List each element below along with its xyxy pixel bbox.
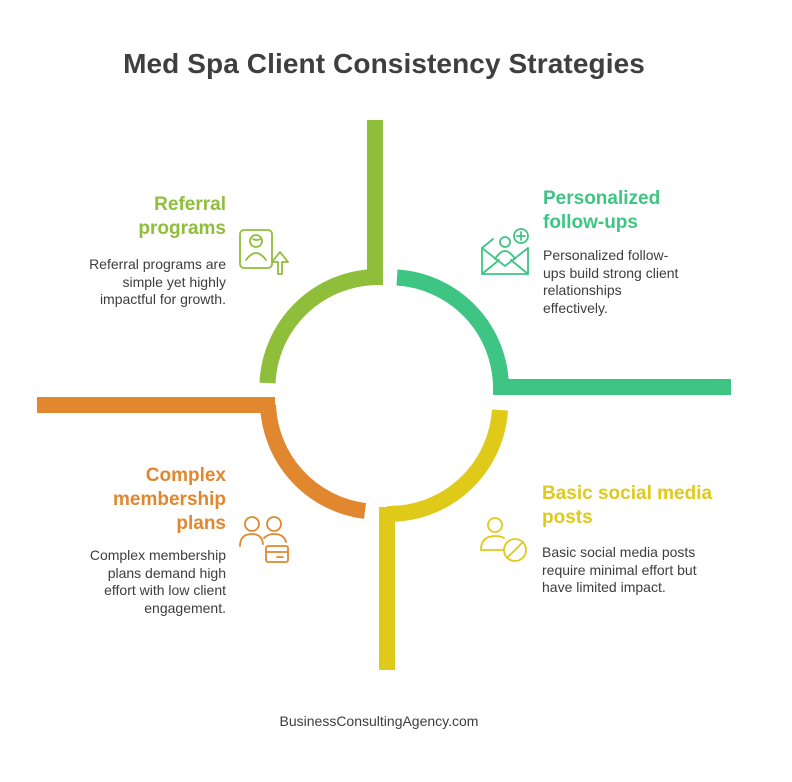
referral-user-upload-icon [239, 229, 289, 275]
personalized-desc-line2: ups build strong client [543, 264, 679, 281]
referral-desc-line3: impactful for growth. [99, 291, 226, 307]
mail-user-plus-icon [481, 228, 529, 275]
referral-heading-line1: Referral [154, 194, 226, 215]
page-title: Med Spa Client Consistency Strategies [123, 48, 645, 79]
personalized-desc-line1: Personalized follow- [543, 247, 669, 263]
social-description: Basic social media posts require minimal… [542, 544, 762, 597]
membership-heading-line1: Complex [145, 465, 226, 486]
membership-desc-line2: plans demand high [107, 564, 226, 581]
referral-shape [259, 120, 383, 384]
footer-source: BusinessConsultingAgency.com [279, 713, 479, 729]
membership-shape [37, 397, 367, 519]
personalized-heading-line2: follow-ups [543, 212, 638, 233]
personalized-heading: Personalized follow-ups [543, 187, 743, 235]
personalized-desc-line3: relationships [543, 282, 622, 298]
referral-desc-line1: Referral programs are [89, 256, 226, 272]
membership-heading-line2: membership [113, 489, 226, 510]
social-heading: Basic social media posts [542, 482, 762, 530]
personalized-description: Personalized follow- ups build strong cl… [543, 247, 743, 317]
membership-heading-line3: plans [176, 513, 226, 534]
membership-desc-line1: Complex membership [89, 547, 226, 563]
referral-heading-line2: programs [138, 218, 226, 239]
referral-desc-line2: simple yet highly [122, 273, 227, 290]
social-heading-line1: Basic social media [542, 483, 713, 504]
social-desc-line2: require minimal effort but [542, 561, 697, 578]
group-card-icon [239, 516, 289, 563]
social-shape [379, 409, 508, 670]
personalized-shape [396, 269, 731, 395]
personalized-heading-line1: Personalized [543, 188, 661, 209]
social-heading-line2: posts [542, 507, 593, 528]
referral-heading: Referral programs [100, 193, 226, 241]
membership-description: Complex membership plans demand high eff… [46, 547, 226, 617]
social-desc-line3: have limited impact. [542, 579, 666, 595]
user-blocked-icon [480, 517, 527, 562]
social-desc-line1: Basic social media posts [542, 544, 696, 560]
personalized-desc-line4: effectively. [543, 299, 608, 316]
membership-desc-line3: effort with low client [104, 582, 226, 598]
membership-desc-line4: engagement. [144, 599, 226, 616]
membership-heading: Complex membership plans [80, 464, 226, 536]
referral-description: Referral programs are simple yet highly … [46, 256, 226, 309]
